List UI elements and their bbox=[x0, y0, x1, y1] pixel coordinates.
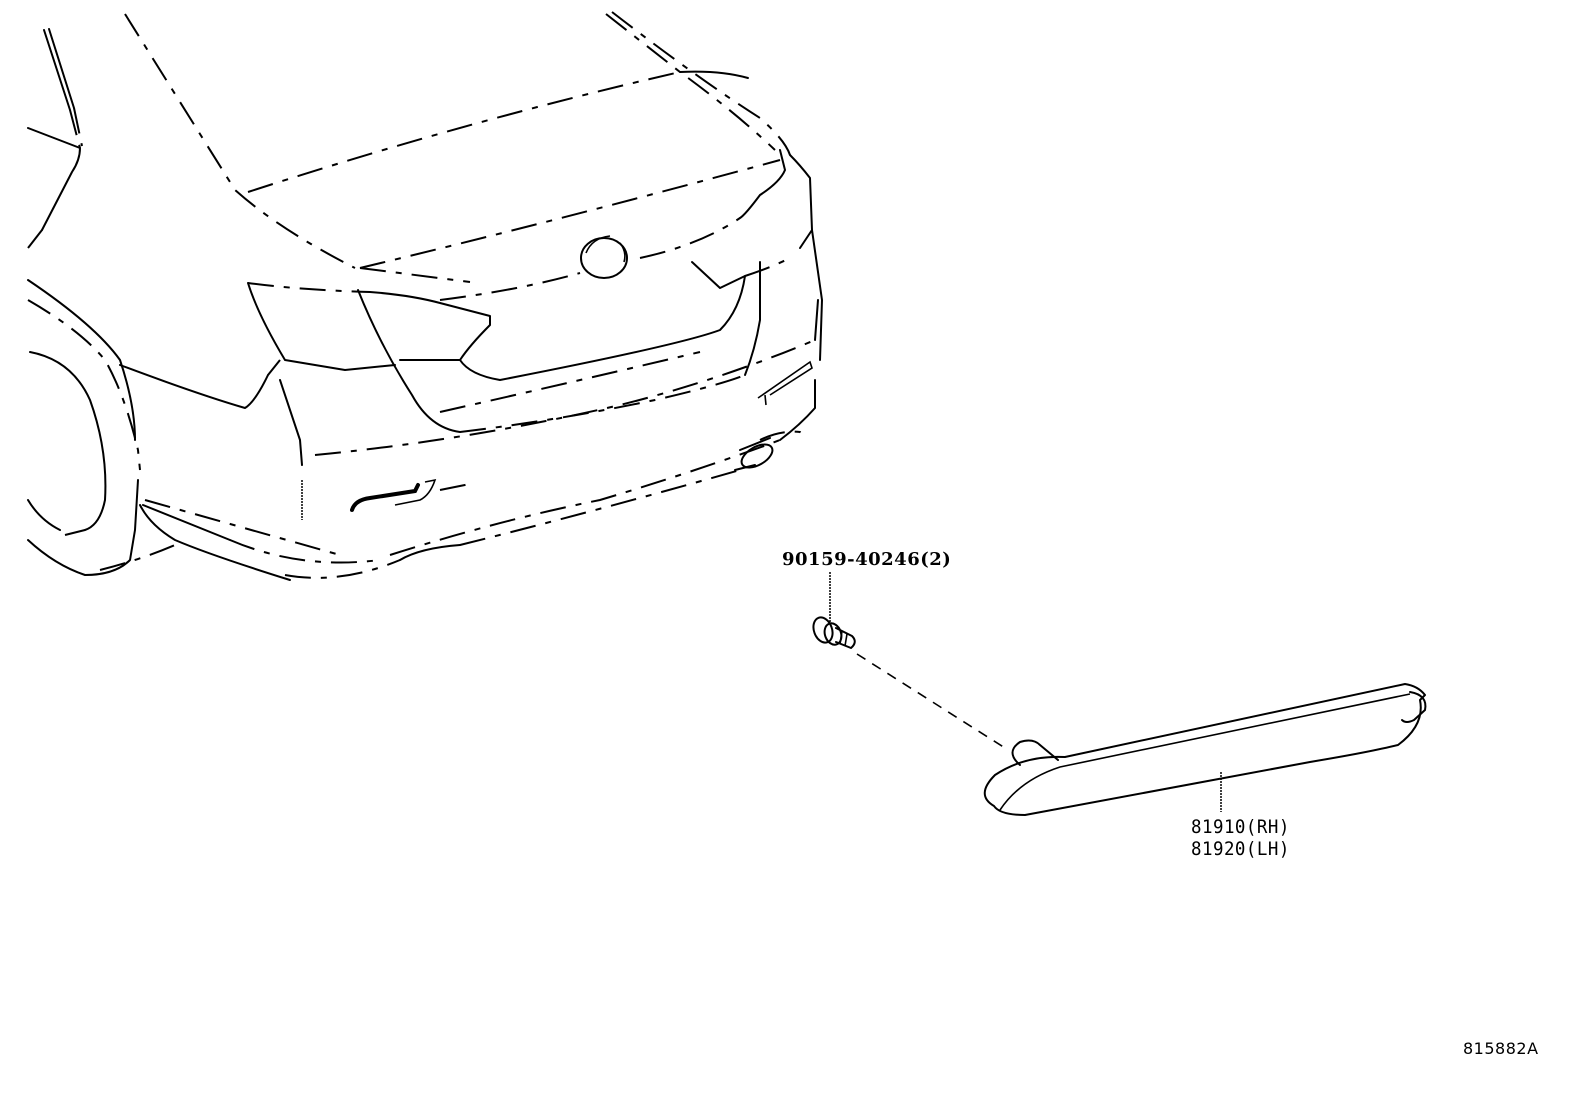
reflector-lh-part-number: 81920(LH) bbox=[1191, 838, 1290, 860]
vehicle-rear-outline bbox=[27, 11, 823, 581]
rear-reflector-icon bbox=[983, 683, 1427, 816]
exhaust-tip bbox=[740, 443, 774, 469]
reflector-part-number-label: 81910(RH) 81920(LH) bbox=[1191, 816, 1290, 860]
figure-id-label: 815882A bbox=[1463, 1039, 1539, 1058]
emblem-outline bbox=[580, 237, 628, 279]
installation-leader-line bbox=[856, 653, 1006, 749]
bolt-icon bbox=[812, 572, 856, 649]
bolt-part-number-label: 90159-40246(2) bbox=[782, 549, 952, 570]
reflector-rh-part-number: 81910(RH) bbox=[1191, 816, 1290, 838]
